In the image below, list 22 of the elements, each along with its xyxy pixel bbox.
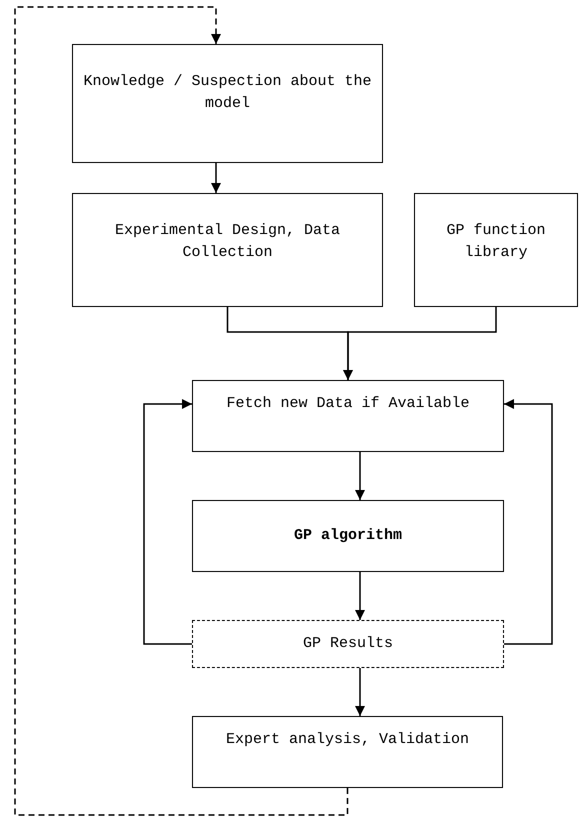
process-box — [72, 44, 383, 163]
process-box — [192, 716, 503, 788]
arrow — [355, 452, 365, 500]
arrow — [143, 399, 192, 645]
box-label: Fetch new Data if Available — [225, 394, 471, 414]
dashed-box — [192, 620, 504, 668]
box-label: GP function library — [445, 221, 547, 263]
process-box — [192, 380, 504, 452]
process-box — [414, 193, 578, 307]
arrow — [355, 668, 365, 716]
box-label: Knowledge / Suspection about the model — [82, 72, 373, 114]
box-label: GP Results — [302, 634, 394, 654]
process-box — [192, 500, 504, 572]
box-label: Expert analysis, Validation — [224, 730, 470, 750]
arrow — [504, 399, 553, 645]
dashed-arrow — [14, 6, 348, 816]
arrow — [211, 163, 221, 193]
arrow — [343, 307, 497, 380]
box-label: Experimental Design, Data Collection — [114, 221, 342, 263]
box-label: GP algorithm — [292, 526, 404, 546]
arrow — [355, 572, 365, 620]
process-box — [72, 193, 383, 307]
